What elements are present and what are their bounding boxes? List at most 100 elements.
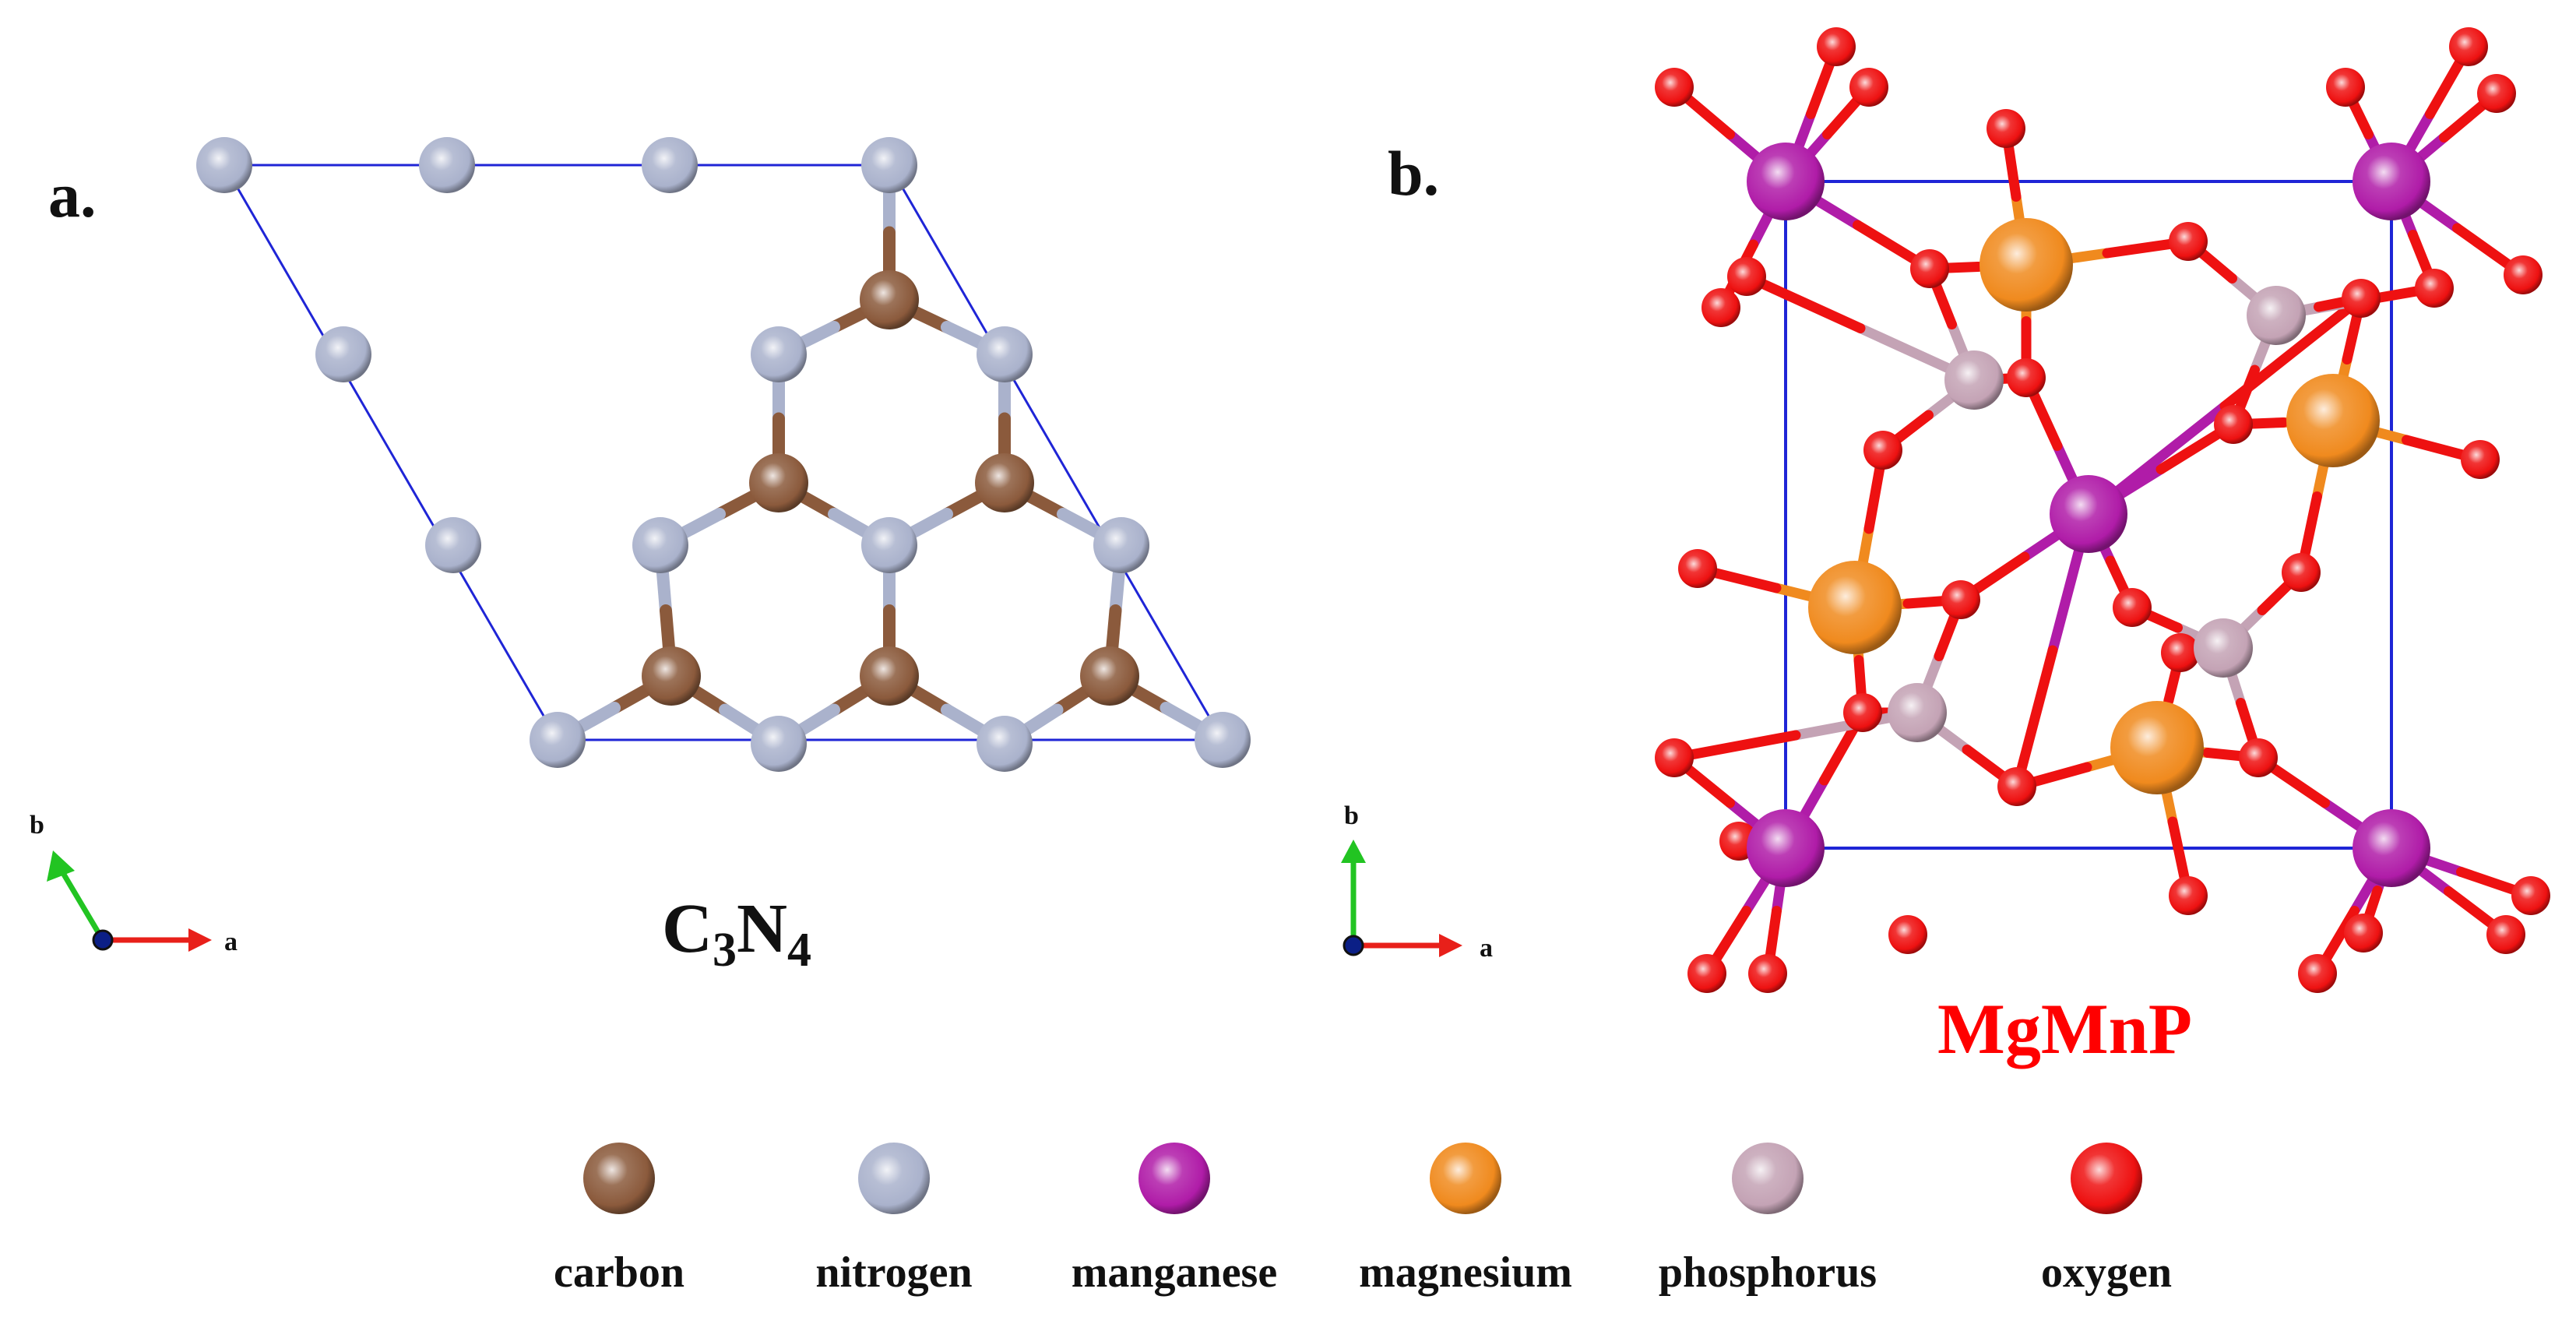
legend-carbon-swatch xyxy=(583,1143,655,1214)
mgmnp-formula: MgMnP xyxy=(1937,989,2192,1069)
oxygen-atom xyxy=(2298,954,2337,993)
manganese-atom xyxy=(2353,143,2430,220)
phosphorus-atom xyxy=(1944,350,2004,410)
nitrogen-atom xyxy=(1093,517,1149,573)
phosphorus-atom xyxy=(1888,683,1947,742)
magnesium-atom xyxy=(1808,561,1902,654)
oxygen-atom xyxy=(1888,915,1927,954)
oxygen-atom xyxy=(1843,693,1882,732)
oxygen-atom xyxy=(2342,279,2381,318)
manganese-atom xyxy=(1747,809,1825,887)
nitrogen-atom xyxy=(530,712,586,768)
oxygen-atom xyxy=(2169,876,2208,915)
bond xyxy=(1669,730,1801,763)
oxygen-atom xyxy=(2239,738,2278,777)
legend-phosphorus-swatch xyxy=(1732,1143,1804,1214)
magnesium-atom xyxy=(2110,701,2204,794)
oxygen-atom xyxy=(1687,954,1726,993)
nitrogen-atom xyxy=(419,137,475,193)
bond xyxy=(2011,645,2058,792)
oxygen-atom xyxy=(1910,249,1949,288)
legend-magnesium-label: magnesium xyxy=(1359,1248,1572,1297)
bond xyxy=(1741,271,1866,333)
mgmnp-atoms xyxy=(1655,27,2550,993)
axis-b-label: b xyxy=(30,811,44,840)
axis-indicator-b: a b xyxy=(1341,801,1493,963)
carbon-atom xyxy=(975,453,1034,512)
axis-a-label: a xyxy=(1480,934,1493,963)
panel-a-label: a. xyxy=(48,160,97,231)
mgmnp-unit-cell xyxy=(1784,180,2393,850)
oxygen-atom xyxy=(1817,27,1856,66)
oxygen-atom xyxy=(1748,954,1787,993)
nitrogen-atom xyxy=(861,137,917,193)
legend-nitrogen-label: nitrogen xyxy=(815,1248,972,1297)
nitrogen-atom xyxy=(315,326,371,382)
c3n4-atoms xyxy=(196,137,1251,772)
oxygen-atom xyxy=(2486,915,2525,954)
oxygen-atom xyxy=(1987,109,2025,148)
nitrogen-atom xyxy=(751,716,807,772)
oxygen-atom xyxy=(1997,767,2036,806)
oxygen-atom xyxy=(1701,288,1740,327)
carbon-atom xyxy=(860,270,919,329)
legend-oxygen-swatch xyxy=(2071,1143,2142,1214)
nitrogen-atom xyxy=(977,716,1033,772)
nitrogen-atom xyxy=(632,517,688,573)
nitrogen-atom xyxy=(1195,712,1251,768)
magnesium-atom xyxy=(1980,218,2073,312)
manganese-atom xyxy=(2353,809,2430,887)
carbon-atom xyxy=(749,453,808,512)
oxygen-atom xyxy=(2504,255,2543,294)
oxygen-atom xyxy=(1655,738,1694,777)
legend-carbon-label: carbon xyxy=(554,1248,684,1297)
oxygen-atom xyxy=(2282,553,2321,592)
oxygen-atom xyxy=(2344,914,2383,953)
legend-manganese-swatch xyxy=(1138,1143,1210,1214)
nitrogen-atom xyxy=(861,517,917,573)
element-legend: carbon nitrogen manganese magnesium phosphor… xyxy=(554,1143,2172,1297)
legend-manganese-label: manganese xyxy=(1072,1248,1277,1297)
oxygen-atom xyxy=(2169,222,2208,261)
oxygen-atom xyxy=(1941,580,1980,619)
oxygen-atom xyxy=(2214,405,2253,444)
oxygen-atom xyxy=(1863,431,1902,470)
manganese-atom xyxy=(2050,475,2127,553)
phosphorus-atom xyxy=(2247,286,2306,345)
phosphorus-atom xyxy=(2194,618,2253,678)
oxygen-atom xyxy=(1727,257,1766,296)
c3n4-unit-cell xyxy=(222,164,1225,741)
legend-phosphorus-label: phosphorus xyxy=(1659,1248,1877,1297)
magnesium-atom xyxy=(2286,374,2380,467)
carbon-atom xyxy=(860,646,919,706)
manganese-atom xyxy=(1747,143,1825,220)
nitrogen-atom xyxy=(977,326,1033,382)
legend-nitrogen-swatch xyxy=(858,1143,930,1214)
c3n4-structure xyxy=(196,137,1251,772)
oxygen-atom xyxy=(2113,588,2152,627)
legend-oxygen-label: oxygen xyxy=(2041,1248,2172,1297)
oxygen-atom xyxy=(2477,74,2516,113)
oxygen-atom xyxy=(1655,68,1694,107)
oxygen-atom xyxy=(2461,440,2500,479)
nitrogen-atom xyxy=(425,517,481,573)
axis-b-label: b xyxy=(1344,801,1359,830)
nitrogen-atom xyxy=(751,326,807,382)
panel-b-label: b. xyxy=(1388,138,1439,209)
mgmnp-structure xyxy=(1655,27,2550,993)
legend-magnesium-swatch xyxy=(1430,1143,1501,1214)
nitrogen-atom xyxy=(196,137,252,193)
oxygen-atom xyxy=(2007,358,2046,397)
carbon-atom xyxy=(1080,646,1139,706)
axis-indicator-a: a b xyxy=(30,811,238,956)
oxygen-atom xyxy=(1849,68,1888,107)
oxygen-atom xyxy=(2449,27,2488,66)
oxygen-atom xyxy=(2161,633,2200,672)
carbon-atom xyxy=(642,646,701,706)
oxygen-atom xyxy=(2511,876,2550,915)
oxygen-atom xyxy=(2326,68,2365,107)
axis-a-label: a xyxy=(224,928,238,956)
oxygen-atom xyxy=(2415,269,2454,308)
nitrogen-atom xyxy=(642,137,698,193)
